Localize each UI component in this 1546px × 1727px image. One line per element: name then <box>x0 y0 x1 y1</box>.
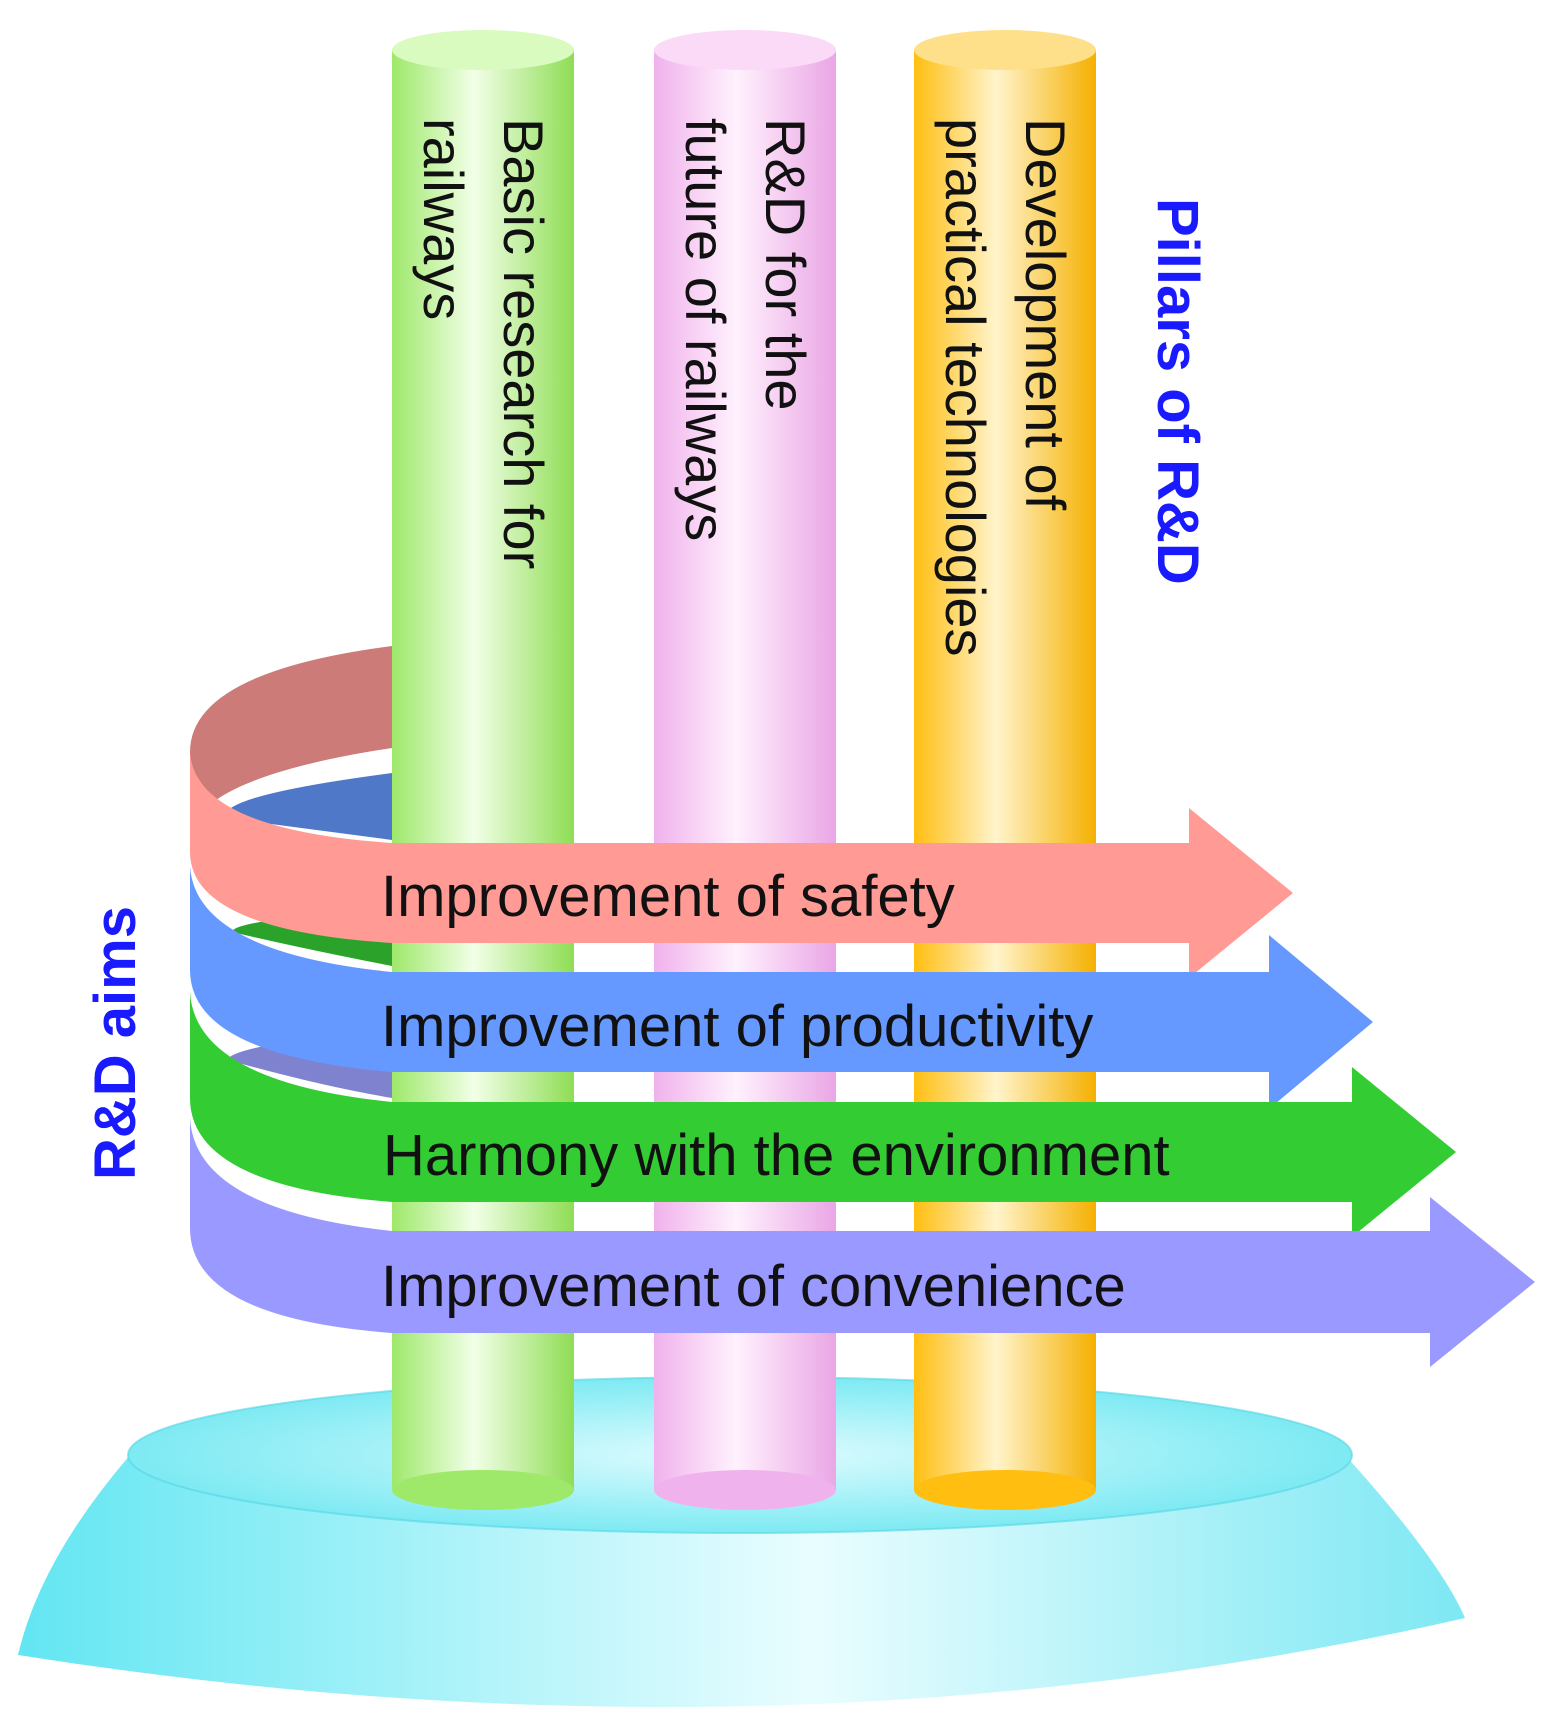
arrow-productivity <box>190 866 1373 1109</box>
aim-arrows <box>190 752 1535 1367</box>
pillar-3-line2: practical technologies <box>934 118 997 657</box>
pillar-1-line2: railways <box>412 118 475 320</box>
pillar-3-line1: Development of <box>1014 118 1077 511</box>
rd-aims-label: R&D aims <box>83 906 148 1180</box>
aim-productivity-label: Improvement of productivity <box>381 994 1093 1059</box>
aim-safety-label: Improvement of safety <box>381 864 955 929</box>
arrow-convenience <box>190 1118 1535 1367</box>
pillar-labels: Basic research for railways R&D for the … <box>412 118 1077 657</box>
pillar-1-line1: Basic research for <box>492 118 555 569</box>
pillar-2-line1: R&D for the <box>754 118 817 411</box>
aim-convenience-label: Improvement of convenience <box>381 1254 1126 1319</box>
pillar-2-line2: future of railways <box>674 118 737 541</box>
arrow-environment <box>190 992 1456 1237</box>
aim-labels: Improvement of safety Improvement of pro… <box>381 864 1170 1319</box>
arrow-safety <box>190 752 1293 978</box>
pillars-of-rd-label: Pillars of R&D <box>1145 198 1210 585</box>
aim-environment-label: Harmony with the environment <box>383 1123 1170 1188</box>
